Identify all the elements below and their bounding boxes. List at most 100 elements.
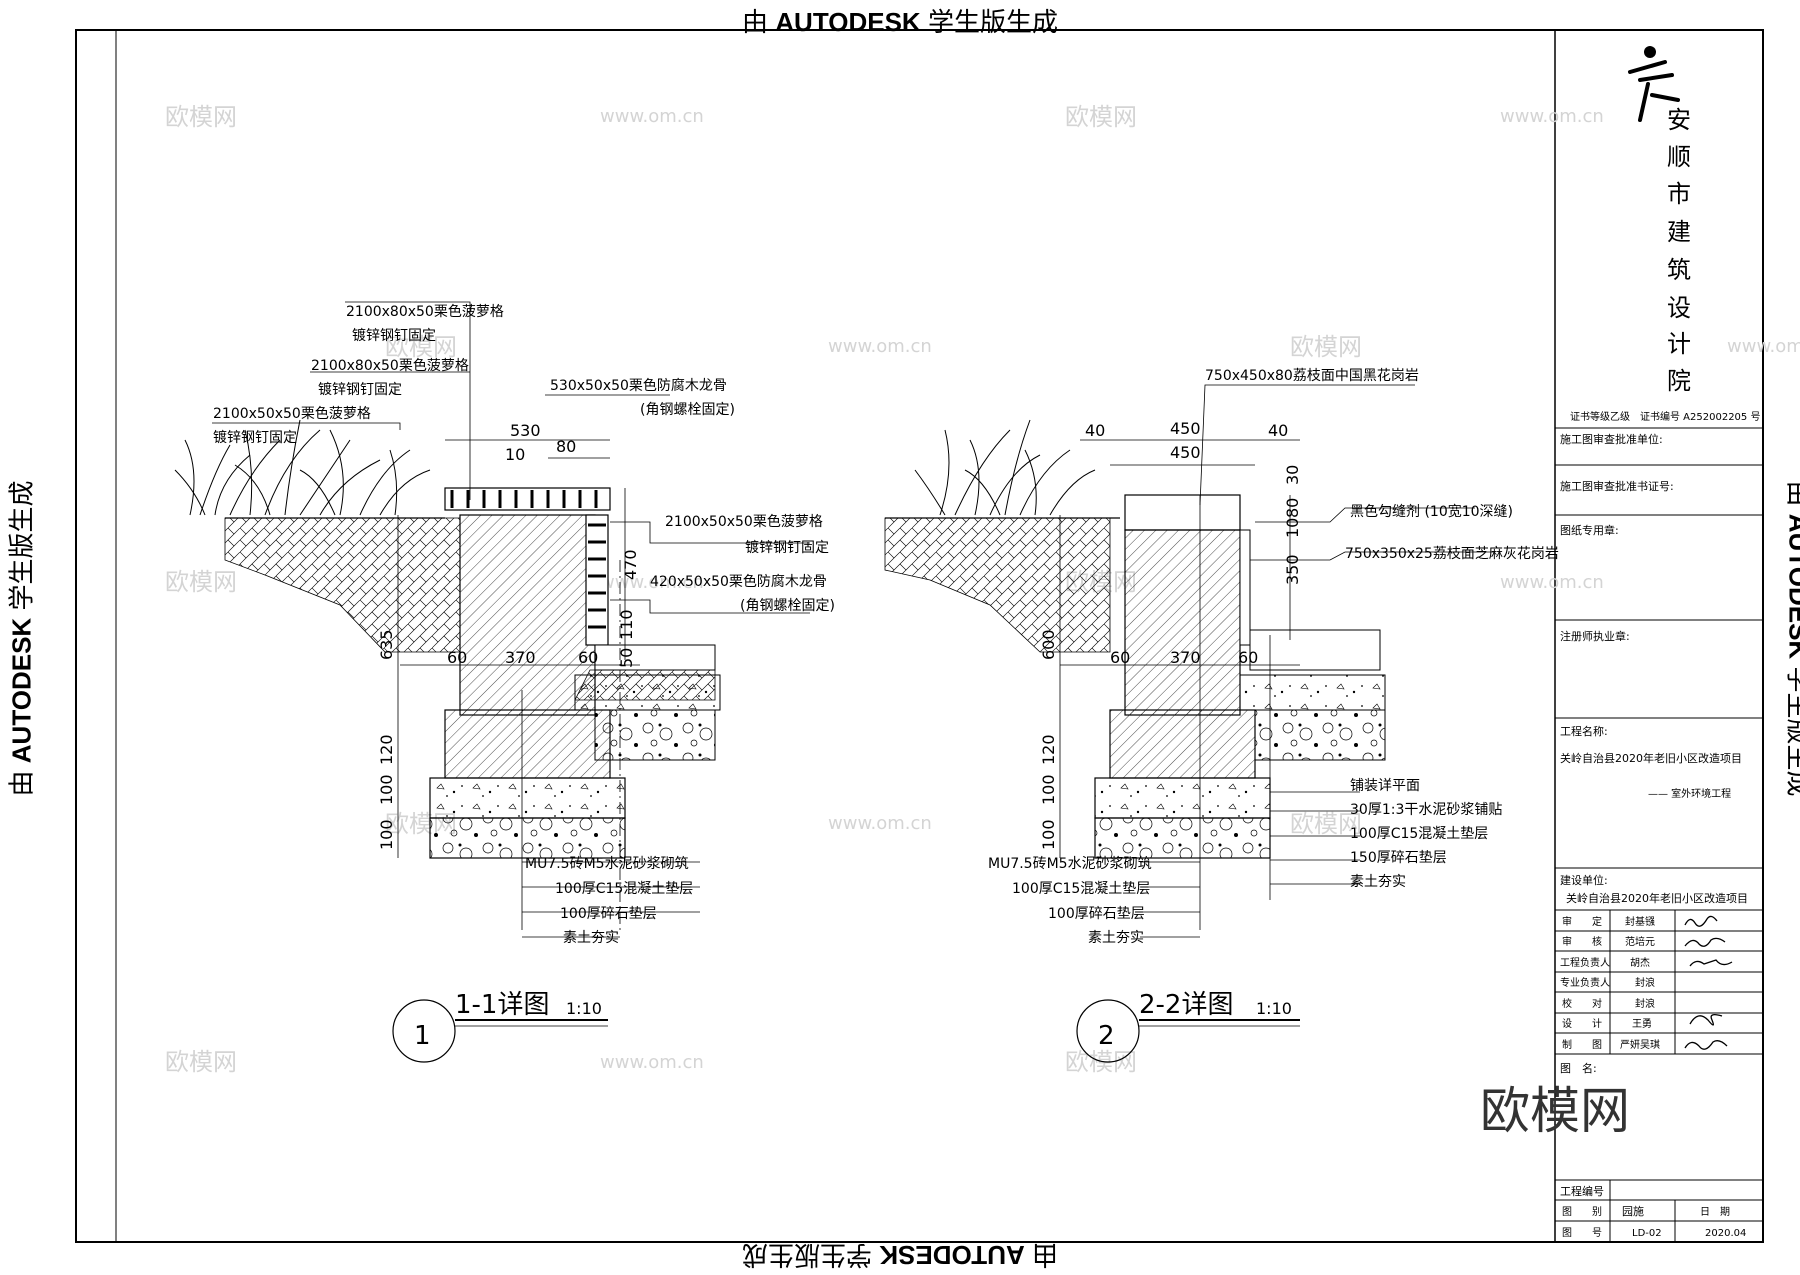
svg-text:图 号: 图 号 xyxy=(1562,1227,1602,1239)
svg-text:635: 635 xyxy=(377,629,396,660)
svg-text:设 计: 设 计 xyxy=(1562,1017,1602,1030)
svg-text:欧模网: 欧模网 xyxy=(1065,103,1137,131)
svg-text:100厚C15混凝土垫层: 100厚C15混凝土垫层 xyxy=(1350,826,1488,842)
svg-text:120: 120 xyxy=(377,734,396,765)
svg-text:10: 10 xyxy=(505,445,525,464)
svg-text:证书等级乙级 证书编号 A252002205 号: 证书等级乙级 证书编号 A252002205 号 xyxy=(1570,410,1760,423)
svg-text:封基镪: 封基镪 xyxy=(1625,915,1655,928)
svg-text:施工图审查批准书证号:: 施工图审查批准书证号: xyxy=(1560,479,1674,493)
svg-text:素土夯实: 素土夯实 xyxy=(1350,874,1406,890)
svg-text:关岭自治县2020年老旧小区改造项目: 关岭自治县2020年老旧小区改造项目 xyxy=(1566,891,1748,905)
svg-text:110: 110 xyxy=(617,609,636,640)
svg-text:市: 市 xyxy=(1667,180,1691,208)
svg-text:60: 60 xyxy=(578,648,598,667)
svg-text:专业负责人: 专业负责人 xyxy=(1560,976,1610,989)
svg-text:(角钢螺栓固定): (角钢螺栓固定) xyxy=(740,598,835,614)
svg-text:80: 80 xyxy=(1283,498,1302,518)
svg-text:镀锌钢钉固定: 镀锌钢钉固定 xyxy=(352,327,436,344)
svg-text:420x50x50栗色防腐木龙骨: 420x50x50栗色防腐木龙骨 xyxy=(650,573,827,590)
svg-text:工程负责人: 工程负责人 xyxy=(1560,956,1610,969)
svg-text:园施: 园施 xyxy=(1622,1205,1644,1218)
earth-fill-left xyxy=(225,518,460,652)
svg-text:2020.04: 2020.04 xyxy=(1705,1228,1746,1239)
svg-text:60: 60 xyxy=(447,648,467,667)
svg-text:封浪: 封浪 xyxy=(1635,997,1655,1010)
svg-text:www.om.cn: www.om.cn xyxy=(600,106,704,127)
svg-text:计: 计 xyxy=(1667,330,1691,358)
svg-text:LD-02: LD-02 xyxy=(1632,1228,1662,1239)
svg-text:—— 室外环境工程: —— 室外环境工程 xyxy=(1648,787,1731,800)
svg-text:530x50x50栗色防腐木龙骨: 530x50x50栗色防腐木龙骨 xyxy=(550,377,727,394)
svg-text:审 核: 审 核 xyxy=(1562,935,1602,948)
svg-text:www.om.cn: www.om.cn xyxy=(600,1052,704,1073)
svg-text:欧模网: 欧模网 xyxy=(1480,1082,1630,1140)
svg-text:450: 450 xyxy=(1170,443,1201,462)
svg-text:100: 100 xyxy=(1039,819,1058,850)
svg-text:注册师执业章:: 注册师执业章: xyxy=(1560,629,1630,643)
brick-wall-2 xyxy=(1125,530,1240,715)
grass-tuft-2 xyxy=(915,420,1095,515)
svg-text:60: 60 xyxy=(1110,648,1130,667)
svg-text:530: 530 xyxy=(510,421,541,440)
svg-text:470: 470 xyxy=(621,549,640,580)
svg-text:150厚碎石垫层: 150厚碎石垫层 xyxy=(1350,850,1447,866)
svg-text:铺装详平面: 铺装详平面 xyxy=(1350,778,1420,794)
svg-text:王勇: 王勇 xyxy=(1632,1018,1652,1030)
svg-text:1: 1 xyxy=(414,1021,431,1051)
svg-text:80: 80 xyxy=(556,437,576,456)
svg-text:欧模网: 欧模网 xyxy=(165,1048,237,1076)
svg-text:镀锌钢钉固定: 镀锌钢钉固定 xyxy=(318,381,402,398)
svg-text:1:10: 1:10 xyxy=(1256,999,1292,1018)
svg-text:60: 60 xyxy=(1238,648,1258,667)
svg-text:安: 安 xyxy=(1667,106,1691,134)
svg-text:图 名:: 图 名: xyxy=(1560,1061,1597,1075)
svg-text:100厚C15混凝土垫层: 100厚C15混凝土垫层 xyxy=(1012,881,1150,897)
svg-text:2100x80x50栗色菠萝格: 2100x80x50栗色菠萝格 xyxy=(311,357,469,374)
svg-text:30: 30 xyxy=(1283,465,1302,485)
svg-text:2100x50x50栗色菠萝格: 2100x50x50栗色菠萝格 xyxy=(213,405,371,422)
svg-text:www.om.cn: www.om.cn xyxy=(828,813,932,834)
svg-text:MU7.5砖M5水泥砂浆砌筑: MU7.5砖M5水泥砂浆砌筑 xyxy=(988,856,1152,872)
concrete-pad xyxy=(430,778,625,818)
svg-text:100厚碎石垫层: 100厚碎石垫层 xyxy=(1048,906,1145,922)
svg-text:120: 120 xyxy=(1039,734,1058,765)
svg-text:2100x50x50栗色菠萝格: 2100x50x50栗色菠萝格 xyxy=(665,513,823,530)
svg-text:欧模网: 欧模网 xyxy=(1065,1048,1137,1076)
svg-text:审 定: 审 定 xyxy=(1562,915,1602,928)
svg-text:镀锌钢钉固定: 镀锌钢钉固定 xyxy=(213,429,297,446)
svg-text:镀锌钢钉固定: 镀锌钢钉固定 xyxy=(745,539,829,556)
svg-text:范培元: 范培元 xyxy=(1625,935,1655,948)
svg-text:2100x80x50栗色菠萝格: 2100x80x50栗色菠萝格 xyxy=(346,303,504,320)
svg-text:750x450x80荔枝面中国黑花岗岩: 750x450x80荔枝面中国黑花岗岩 xyxy=(1205,368,1419,384)
svg-text:www.om.cn: www.om.cn xyxy=(1727,336,1800,357)
svg-text:1:10: 1:10 xyxy=(566,999,602,1018)
gravel-pad xyxy=(430,818,625,858)
svg-text:www.om.cn: www.om.cn xyxy=(1500,572,1604,593)
svg-text:1-1详图: 1-1详图 xyxy=(455,990,549,1020)
svg-text:450: 450 xyxy=(1170,419,1201,438)
svg-text:工程编号: 工程编号 xyxy=(1560,1184,1604,1198)
svg-text:黑色勾缝剂 (10宽10深缝): 黑色勾缝剂 (10宽10深缝) xyxy=(1350,503,1513,520)
svg-text:10: 10 xyxy=(1283,518,1302,538)
svg-text:2-2详图: 2-2详图 xyxy=(1139,990,1233,1020)
svg-text:30厚1:3干水泥砂浆铺贴: 30厚1:3干水泥砂浆铺贴 xyxy=(1350,802,1502,818)
svg-text:院: 院 xyxy=(1667,367,1691,395)
svg-text:100厚碎石垫层: 100厚碎石垫层 xyxy=(560,906,657,922)
paving-base xyxy=(575,675,720,710)
svg-text:工程名称:: 工程名称: xyxy=(1560,724,1608,738)
svg-text:(角钢螺栓固定): (角钢螺栓固定) xyxy=(640,402,735,418)
sheet-frame xyxy=(76,30,1763,1242)
svg-text:胡杰: 胡杰 xyxy=(1630,956,1650,969)
svg-text:100: 100 xyxy=(377,774,396,805)
svg-text:100: 100 xyxy=(377,819,396,850)
svg-text:www.om.cn: www.om.cn xyxy=(1500,106,1604,127)
svg-text:370: 370 xyxy=(505,648,536,667)
svg-text:设: 设 xyxy=(1667,294,1691,322)
svg-text:600: 600 xyxy=(1039,629,1058,660)
svg-text:MU7.5砖M5水泥砂浆砌筑: MU7.5砖M5水泥砂浆砌筑 xyxy=(525,856,689,872)
wall-footing xyxy=(445,710,610,778)
svg-text:欧模网: 欧模网 xyxy=(165,103,237,131)
svg-text:施工图审查批准单位:: 施工图审查批准单位: xyxy=(1560,432,1663,446)
svg-text:关岭自治县2020年老旧小区改造项目: 关岭自治县2020年老旧小区改造项目 xyxy=(1560,751,1742,765)
